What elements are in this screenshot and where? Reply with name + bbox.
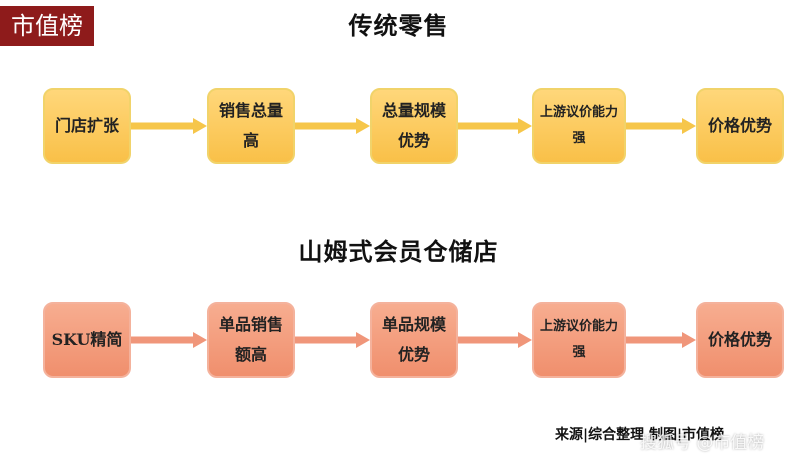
flow-arrow [626, 332, 696, 348]
step-box: 单品规模优势 [370, 302, 458, 378]
source-caption: 来源|综合整理 制图|市值榜 [555, 427, 725, 443]
flow-arrow [131, 118, 207, 134]
step-box: 价格优势 [696, 88, 784, 164]
step-label: 价格优势 [707, 116, 772, 135]
step-box: 上游议价能力强 [532, 88, 626, 164]
logo: 市值榜 [0, 6, 94, 46]
step-box: 价格优势 [696, 302, 784, 378]
flow-arrow [131, 332, 207, 348]
watermark: 搜狐号 @市值榜 [640, 433, 765, 453]
step-box: 单品销售额高 [207, 302, 295, 378]
section-title-sams-club: 山姆式会员仓储店 [298, 237, 499, 266]
step-label: SKU精简 [51, 330, 123, 349]
flow-arrow [295, 118, 370, 134]
flow-arrow [458, 332, 532, 348]
step-label: 上游议价能力强 [540, 319, 619, 360]
step-label: 销售总量高 [218, 101, 283, 150]
step-label: 门店扩张 [54, 116, 119, 135]
section-title-traditional-retail: 传统零售 [348, 11, 449, 40]
step-label: 单品销售额高 [218, 315, 283, 364]
step-box: SKU精简 [43, 302, 131, 378]
step-box: 总量规模优势 [370, 88, 458, 164]
step-box: 门店扩张 [43, 88, 131, 164]
flow-arrow [626, 118, 696, 134]
flow-arrow [458, 118, 532, 134]
step-box: 上游议价能力强 [532, 302, 626, 378]
step-label: 价格优势 [707, 330, 772, 349]
step-label: 总量规模优势 [381, 101, 446, 150]
step-label: 单品规模优势 [381, 315, 446, 364]
step-box: 销售总量高 [207, 88, 295, 164]
flow-arrow [295, 332, 370, 348]
step-label: 上游议价能力强 [540, 105, 619, 146]
